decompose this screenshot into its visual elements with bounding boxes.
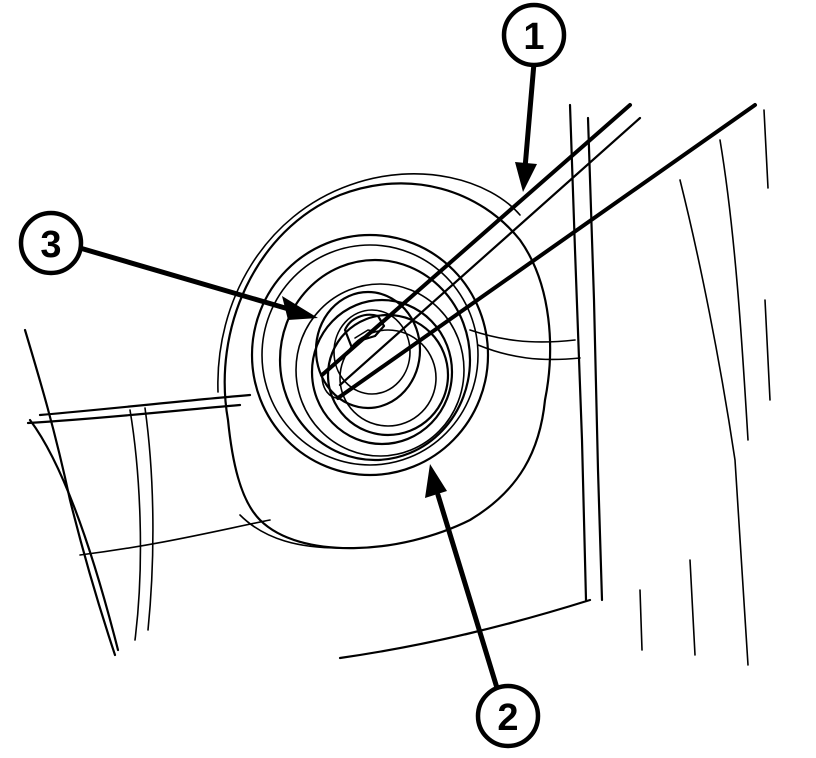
callout-2-circle xyxy=(475,683,541,749)
steering-column-housing xyxy=(338,103,771,666)
lock-cylinder-housing xyxy=(250,233,581,477)
callout-2-label: 2 xyxy=(497,697,518,739)
callout-2: 2 xyxy=(425,464,541,749)
callout-3-label: 3 xyxy=(40,224,61,266)
screwdriver-tool xyxy=(320,103,757,400)
callout-1-circle xyxy=(501,2,567,68)
callout-1: 1 xyxy=(501,2,567,192)
ignition-bezel xyxy=(217,173,552,550)
callout-3: 3 xyxy=(18,210,318,320)
lower-dash-panel xyxy=(23,328,271,657)
callout-1-label: 1 xyxy=(523,16,544,58)
callout-3-circle xyxy=(18,210,84,276)
